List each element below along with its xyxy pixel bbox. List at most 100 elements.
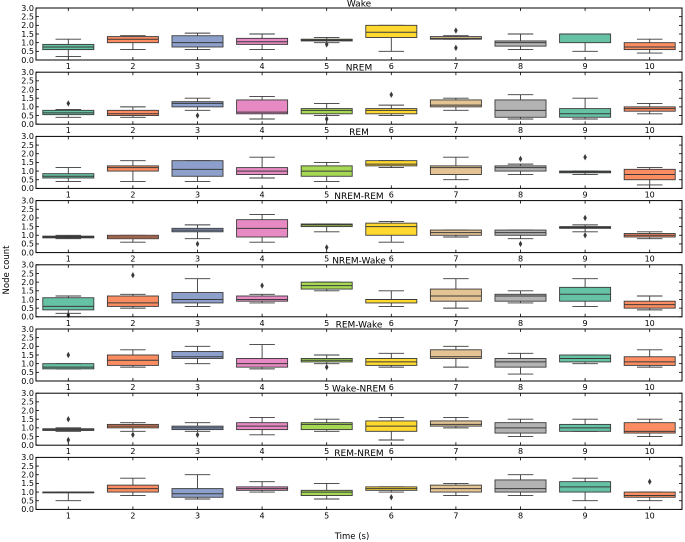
- y-tick-label: 3.0: [21, 196, 34, 205]
- box-2: [106, 422, 159, 438]
- y-tick-label: 2.5: [21, 205, 34, 214]
- x-tick-label: 2: [130, 255, 135, 264]
- box-5: [300, 418, 353, 432]
- x-tick-label: 3: [195, 511, 200, 520]
- y-tick-label: 0.0: [21, 505, 34, 514]
- y-tick-label: 1.5: [21, 30, 34, 39]
- y-tick-label: 0.5: [21, 432, 34, 441]
- x-tick-label: 10: [645, 383, 655, 392]
- box-10: [623, 295, 676, 311]
- box-9: [559, 354, 612, 365]
- panel-frame: [35, 7, 683, 61]
- box-3: [171, 160, 224, 182]
- x-tick-label: 10: [645, 126, 655, 135]
- box-rect: [494, 358, 547, 368]
- box-9: [559, 214, 612, 239]
- box-5: [300, 161, 353, 182]
- x-tick-label: 9: [583, 190, 588, 199]
- outlier-marker: [324, 244, 329, 251]
- box-1: [42, 167, 95, 182]
- y-tick-label: 0.5: [21, 304, 34, 313]
- box-10: [623, 102, 676, 115]
- y-tick-label: 2.5: [21, 398, 34, 407]
- box-6: [365, 417, 418, 441]
- panel-frame: [35, 264, 683, 318]
- box-rect: [171, 351, 224, 359]
- x-tick-label: 4: [260, 126, 265, 135]
- box-8: [494, 94, 547, 120]
- y-tick-label: 1.0: [21, 231, 34, 240]
- box-rect: [623, 42, 676, 51]
- outlier-marker: [66, 100, 71, 107]
- x-tick-label: 4: [260, 383, 265, 392]
- box-2: [106, 477, 159, 496]
- panel-title: NREM-REM: [334, 192, 383, 202]
- box-rect: [236, 295, 289, 302]
- box-5: [300, 102, 353, 123]
- box-3: [171, 224, 224, 248]
- outlier-marker: [454, 44, 458, 52]
- box-6: [365, 352, 418, 368]
- x-tick-label: 9: [583, 126, 588, 135]
- x-tick-label: 5: [324, 255, 329, 264]
- box-10: [623, 38, 676, 54]
- box-rect: [42, 297, 95, 311]
- y-tick-label: 2.0: [21, 406, 34, 415]
- x-tick-label: 2: [130, 383, 135, 392]
- box-rect: [559, 33, 612, 44]
- box-3: [171, 32, 224, 51]
- box-rect: [106, 165, 159, 172]
- y-tick-label: 0.5: [21, 176, 34, 185]
- x-tick-label: 6: [389, 190, 394, 199]
- panel-title: Wake: [347, 0, 372, 10]
- x-tick-label: 1: [66, 190, 71, 199]
- box-rect: [559, 108, 612, 118]
- x-tick-label: 6: [389, 447, 394, 456]
- box-10: [623, 349, 676, 368]
- x-tick-label: 3: [195, 255, 200, 264]
- x-tick-label: 8: [518, 190, 523, 199]
- y-axis-label: Node count: [2, 245, 12, 295]
- outlier-marker: [131, 431, 135, 438]
- y-tick-label: 0.5: [21, 47, 34, 56]
- y-tick-label: 0.0: [21, 120, 34, 129]
- box-2: [106, 35, 159, 51]
- y-tick-label: 1.0: [21, 295, 34, 304]
- box-10: [623, 418, 676, 437]
- box-6: [365, 160, 418, 169]
- panel-title: Wake-NREM: [332, 385, 386, 395]
- box-8: [494, 474, 547, 496]
- panel-frame: [35, 135, 683, 189]
- y-tick-label: 2.0: [21, 150, 34, 159]
- y-tick-label: 2.5: [21, 77, 34, 86]
- box-9: [559, 154, 612, 175]
- box-7: [429, 482, 482, 496]
- x-tick-label: 3: [195, 383, 200, 392]
- box-1: [42, 38, 95, 57]
- box-rect: [623, 422, 676, 434]
- box-rect: [171, 101, 224, 108]
- box-9: [559, 97, 612, 120]
- y-tick-label: 3.0: [21, 4, 34, 13]
- x-tick-label: 9: [583, 383, 588, 392]
- x-tick-label: 10: [645, 255, 655, 264]
- panel-title: REM: [349, 128, 369, 138]
- x-tick-label: 8: [518, 511, 523, 520]
- x-tick-label: 7: [453, 62, 458, 71]
- box-3: [171, 345, 224, 365]
- box-9: [559, 33, 612, 52]
- y-tick-label: 0.5: [21, 240, 34, 249]
- y-tick-label: 0.5: [21, 111, 34, 120]
- box-rect: [429, 165, 482, 175]
- box-rect: [494, 165, 547, 172]
- y-tick-label: 2.0: [21, 278, 34, 287]
- x-tick-label: 2: [130, 511, 135, 520]
- panel-frame: [35, 328, 683, 382]
- y-tick-label: 1.5: [21, 222, 34, 231]
- x-tick-label: 9: [583, 319, 588, 328]
- y-tick-label: 1.5: [21, 94, 34, 103]
- x-tick-label: 1: [66, 511, 71, 520]
